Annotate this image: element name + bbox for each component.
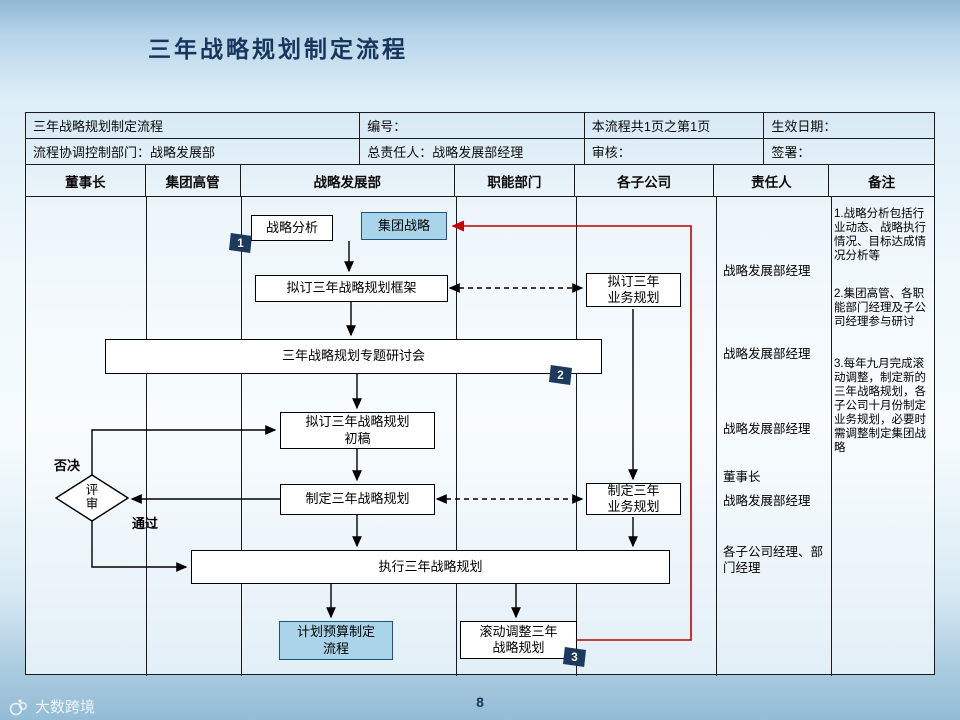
column-chairman: 董事长	[26, 165, 146, 196]
node-draft-business-plan: 拟订三年业务规划	[586, 273, 681, 307]
flowchart-body: 战略分析 集团战略 拟订三年战略规划框架 拟订三年业务规划 三年战略规划专题研讨…	[26, 197, 934, 676]
step-badge-2: 2	[549, 365, 572, 385]
effective-date-cell: 生效日期：	[771, 119, 837, 134]
number-cell: 编号：	[360, 113, 585, 138]
process-name-cell: 三年战略规划制定流程	[26, 113, 361, 138]
column-divider	[456, 197, 457, 676]
watermark-text: 大数跨境	[35, 699, 96, 716]
column-remarks: 备注	[868, 174, 896, 190]
column-divider	[241, 197, 242, 676]
coordination-dept-cell: 流程协调控制部门：战略发展部	[26, 139, 361, 164]
column-responsible: 责任人	[714, 165, 830, 196]
reject-label: 否决	[54, 458, 81, 473]
process-table: 三年战略规划制定流程 编号： 本流程共1页之第1页 生效日期： 流程协调控制部门…	[25, 112, 935, 676]
node-label: 计划预算制定流程	[296, 624, 375, 656]
node-strategy-analysis: 战略分析	[251, 215, 333, 241]
owner-cell: 总责任人：战略发展部经理	[360, 139, 585, 164]
review-cell: 审核：	[585, 139, 765, 164]
remark-entry: 2.集团高管、各职能部门经理及子公司经理参与研讨	[834, 288, 926, 329]
review-diamond-label: 评审	[85, 483, 99, 512]
column-divider	[146, 197, 147, 676]
node-label: 拟订三年战略规划初稿	[305, 414, 410, 446]
remark-entry: 3.每年九月完成滚动调整，制定新的三年战略规划，各子公司十月份制定业务规划，必要…	[834, 358, 926, 455]
table-info-row-1: 三年战略规划制定流程 编号： 本流程共1页之第1页 生效日期：	[26, 113, 934, 139]
remark-entry: 1.战略分析包括行业动态、战略执行情况、目标达成情况分析等	[834, 208, 926, 263]
responsible-entry: 战略发展部经理	[723, 347, 811, 361]
responsible-entry: 各子公司经理、部门经理	[723, 545, 824, 576]
node-group-strategy: 集团战略	[361, 212, 447, 240]
pass-label: 通过	[132, 516, 159, 531]
pages-cell: 本流程共1页之第1页	[585, 113, 765, 138]
column-functional-dept: 职能部门	[455, 165, 575, 196]
node-budget-process: 计划预算制定流程	[279, 621, 393, 660]
watermark-logo-icon	[9, 698, 27, 715]
step-badge-1: 1	[229, 233, 252, 253]
column-divider	[716, 197, 717, 676]
node-draft-initial: 拟订三年战略规划初稿	[280, 412, 435, 449]
column-group-executives: 集团高管	[146, 165, 241, 196]
page-number: 8	[476, 694, 484, 710]
column-subsidiaries: 各子公司	[575, 165, 715, 196]
column-divider	[831, 197, 832, 676]
node-rolling-adjust: 滚动调整三年战略规划	[460, 621, 577, 659]
column-divider	[576, 197, 577, 676]
node-label: 拟订三年业务规划	[607, 273, 660, 305]
responsible-entry: 战略发展部经理	[723, 494, 811, 508]
responsible-entry: 战略发展部经理	[723, 422, 811, 436]
node-draft-framework: 拟订三年战略规划框架	[255, 275, 448, 302]
node-seminar: 三年战略规划专题研讨会	[105, 339, 602, 374]
signature-cell: 签署：	[771, 145, 811, 160]
column-strategy-dept: 战略发展部	[241, 165, 456, 196]
responsible-entry: 战略发展部经理	[723, 264, 811, 278]
node-make-business-plan: 制定三年业务规划	[586, 483, 681, 515]
page-title: 三年战略规划制定流程	[148, 36, 408, 62]
step-badge-3: 3	[563, 647, 586, 667]
watermark: 大数跨境	[8, 696, 95, 717]
node-label: 制定三年业务规划	[607, 482, 660, 514]
node-execute: 执行三年战略规划	[191, 550, 670, 584]
responsible-entry: 董事长	[723, 470, 761, 484]
swimlane-header-row: 董事长 集团高管 战略发展部 职能部门 各子公司 责任人 备注	[26, 165, 934, 197]
table-info-row-2: 流程协调控制部门：战略发展部 总责任人：战略发展部经理 审核： 签署：	[26, 139, 934, 165]
node-make-strategy-plan: 制定三年战略规划	[280, 484, 435, 515]
node-label: 滚动调整三年战略规划	[479, 623, 558, 655]
